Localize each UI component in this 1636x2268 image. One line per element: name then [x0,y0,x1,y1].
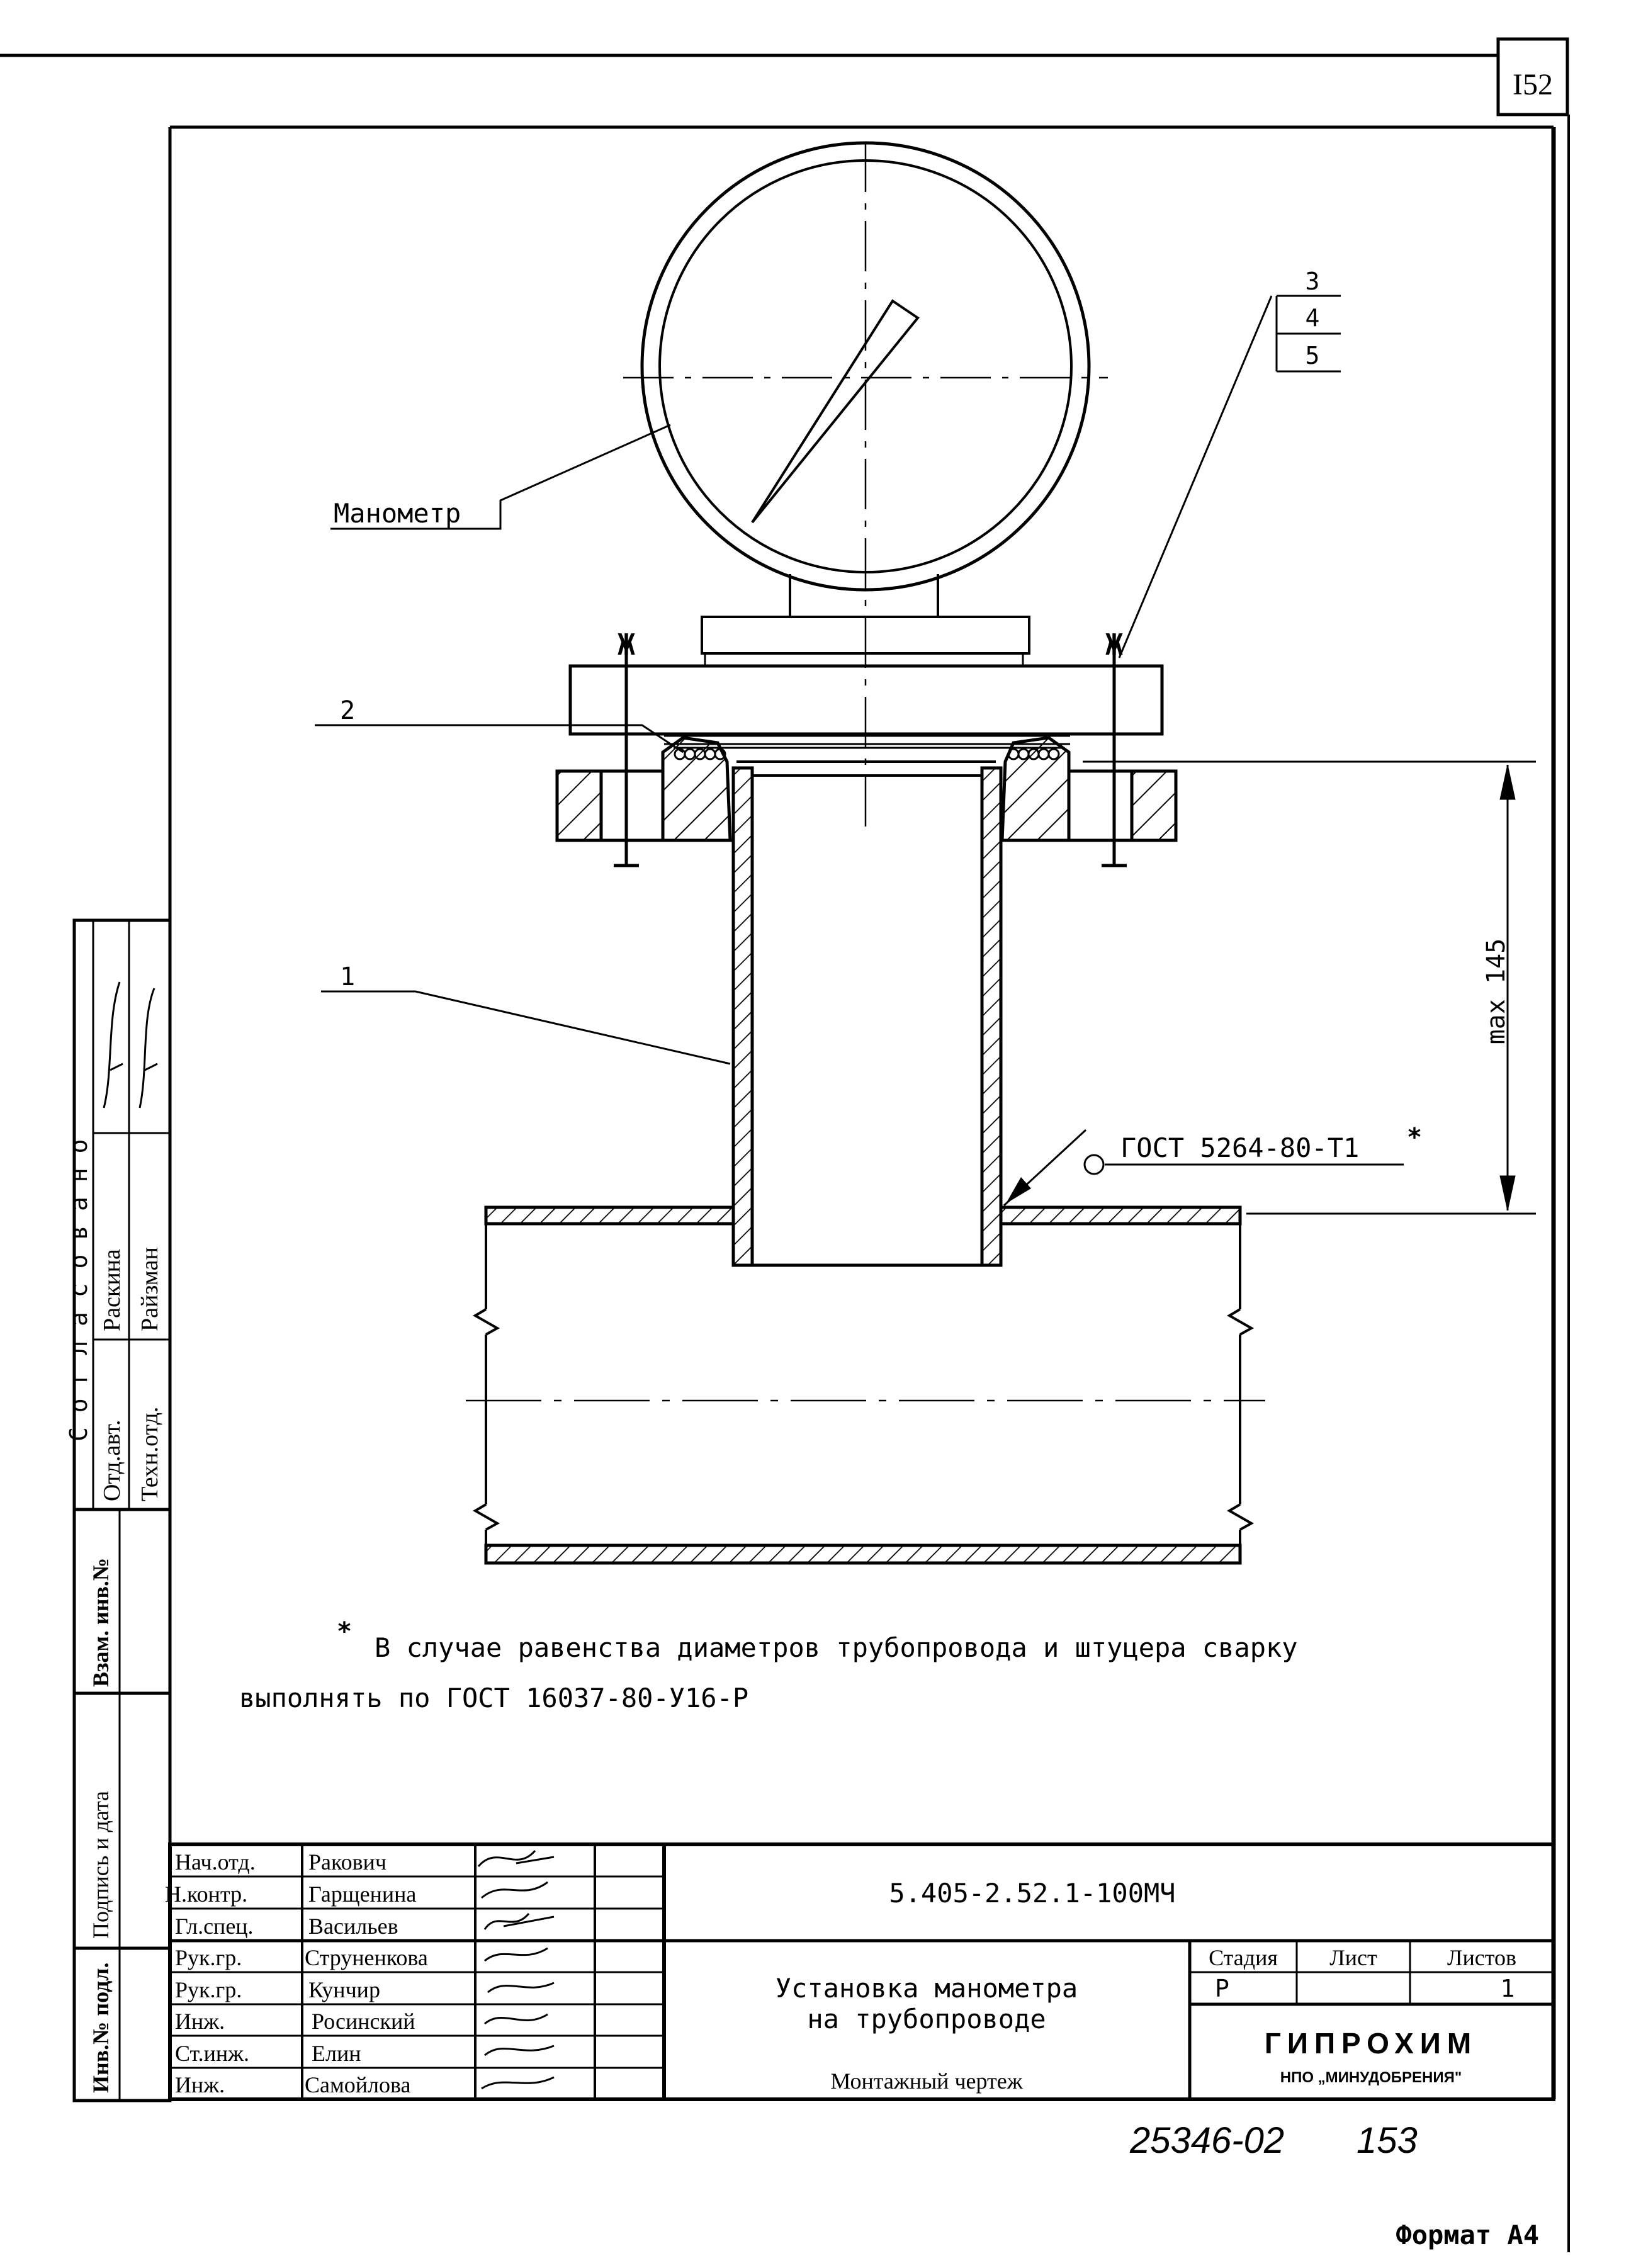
weld-star: * [1407,1123,1422,1152]
tb-role-1: Нач.отд. [175,1849,256,1875]
org-name: ГИПРОХИМ [1265,2027,1477,2060]
note-line-1: В случае равенства диаметров трубопровод… [375,1632,1298,1663]
nipple [731,766,1003,1267]
tb-role-6: Инж. [175,2009,225,2034]
format-label: Формат А4 [1396,2220,1539,2250]
weld-arrow [1006,1177,1031,1204]
sheets-value: 1 [1501,1975,1515,2002]
note-line-2: выполнять по ГОСТ 16037-80-У16-Р [239,1683,748,1713]
pos-4: 4 [1306,304,1320,332]
manometer [623,141,1108,834]
tb-name-2: Гарщенина [308,1882,416,1907]
tb-role-2: Н.контр. [165,1882,247,1907]
archive-number: 25346-02 [1129,2120,1284,2161]
dimension-label: max 145 [1482,939,1511,1045]
pos-5: 5 [1306,342,1320,370]
pos-2: 2 [340,696,355,725]
field-replacement: Взам. инв.№ [88,1558,113,1687]
drawing-type: Монтажный чертеж [830,2068,1023,2094]
tb-role-3: Гл.спец. [175,1914,254,1939]
title-line-2: на трубопроводе [807,2004,1046,2034]
tb-name-7: Елин [312,2041,361,2066]
tb-name-8: Самойлова [305,2072,411,2097]
archive-page: 153 [1357,2120,1418,2161]
tb-role-4: Рук.гр. [175,1945,242,1970]
name-raizman: Райзман [137,1247,163,1331]
role-tekhn-otd: Техн.отд. [137,1407,163,1501]
side-stamp [72,918,172,2102]
tb-name-1: Ракович [308,1849,386,1875]
bolt-mark-left: Ж [618,628,635,662]
doc-code: 5.405-2.52.1-100МЧ [889,1878,1175,1909]
sheets-header: Листов [1447,1945,1516,1970]
bolt-left [614,645,639,867]
tb-role-5: Рук.гр. [175,1977,242,2002]
weld-reference: ГОСТ 5264-80-Т1 [1120,1132,1359,1163]
name-raskina: Раскина [99,1249,125,1331]
bolt-right [1102,645,1127,867]
gasket [674,747,1064,763]
sheet-header: Лист [1329,1945,1377,1970]
note-star: * [337,1617,352,1646]
title-line-1: Установка манометра [776,1973,1078,2004]
manometer-label: Манометр [334,498,461,529]
field-signature-date: Подпись и дата [88,1791,113,1939]
lower-flange [555,736,1178,842]
title-block [168,1842,1555,2101]
agreed-vertical: С о г л а с о в а н о [65,1139,93,1441]
top-flange [568,664,1164,745]
pos-3: 3 [1306,268,1320,295]
main-pipe [466,1205,1265,1565]
tb-role-8: Инж. [175,2072,225,2097]
tb-name-5: Кунчир [308,1977,380,2002]
leaders [315,295,1404,1207]
field-inventory: Инв.№ подл. [88,1963,113,2093]
tb-role-7: Ст.инж. [175,2041,249,2066]
tb-name-3: Васильев [308,1914,398,1939]
dimension-max145 [1083,760,1536,1215]
tb-name-6: Росинский [312,2009,415,2034]
stage-header: Стадия [1209,1945,1278,1970]
stage-value: Р [1215,1975,1229,2002]
tb-name-4: Струненкова [305,1945,428,1970]
role-otd-avt: Отд.авт. [99,1420,125,1502]
org-subtitle: НПО „МИНУДОБРЕНИЯ" [1280,2069,1462,2086]
sheet-number: I52 [1513,68,1553,101]
pos-1: 1 [340,962,355,991]
